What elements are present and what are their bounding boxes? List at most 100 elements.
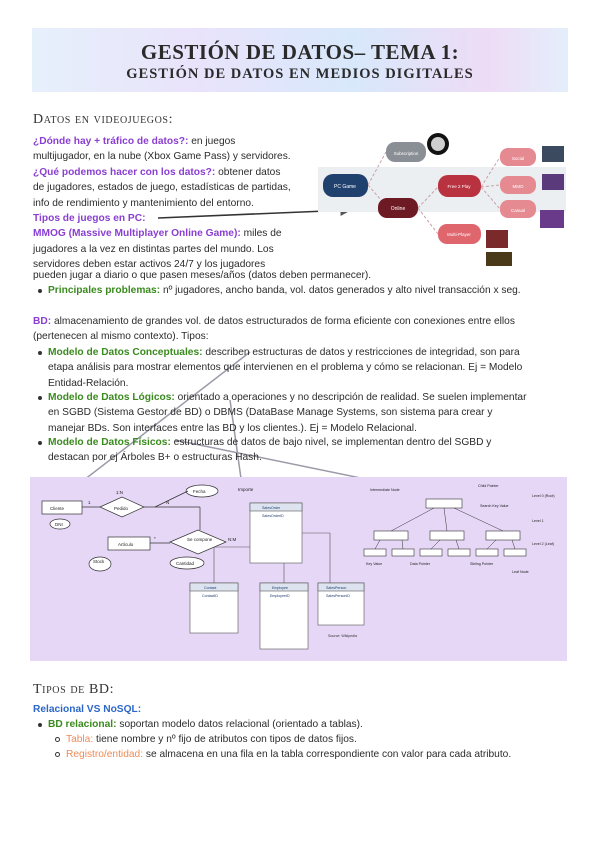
q1-label: ¿Dónde hay + tráfico de datos?: <box>33 136 189 147</box>
problems-label: Principales problemas: <box>48 285 161 296</box>
model-conceptual-item: Modelo de Datos Conceptuales: describen … <box>48 347 523 389</box>
btree-node <box>429 530 465 541</box>
section-heading-videojuegos: Datos en videojuegos: <box>33 112 174 127</box>
svg-text:Stock: Stock <box>93 559 105 564</box>
mindmap-node-mmo: MMO <box>500 176 536 194</box>
mindmap-node-subscription: Subscription <box>386 142 426 162</box>
q2-label: ¿Qué podemos hacer con los datos?: <box>33 166 216 178</box>
svg-text:Search Key Value: Search Key Value <box>480 504 509 508</box>
svg-text:Multi-Player: Multi-Player <box>447 232 471 237</box>
mindmap-node-multiplayer: Multi-Player <box>438 224 481 244</box>
game-thumbnail-icon <box>486 230 508 248</box>
videogames-paragraph: ¿Dónde hay + tráfico de datos?: en juego… <box>33 136 291 271</box>
svg-text:Sibling Pointer: Sibling Pointer <box>470 562 494 566</box>
svg-text:PC Game: PC Game <box>334 184 356 190</box>
game-thumbnail-icon <box>486 252 512 266</box>
svg-text:Level 1: Level 1 <box>532 519 544 523</box>
registro-item: Registro/entidad: se almacena en una fil… <box>66 749 512 760</box>
mindmap-node-social: Social <box>500 148 536 166</box>
svg-text:DNI: DNI <box>55 522 63 527</box>
svg-text:1:N: 1:N <box>116 490 123 495</box>
svg-text:Cliente: Cliente <box>50 506 65 511</box>
bd-paragraph: BD: almacenamiento de grandes vol. de da… <box>33 316 515 343</box>
svg-text:SalesPerson: SalesPerson <box>326 586 346 590</box>
page-subtitle: GESTIÓN DE DATOS EN MEDIOS DIGITALES <box>126 66 474 82</box>
svg-text:Leaf Node: Leaf Node <box>512 570 529 574</box>
mindmap-node-online: Online <box>378 198 418 218</box>
mmog-continuation: pueden jugar a diario o que pasen meses/… <box>33 270 372 281</box>
svg-text:N:M: N:M <box>228 537 237 542</box>
database-diagram: Cliente Pedido Artículo Se compone Fecha… <box>41 484 555 650</box>
svg-text:Artículo: Artículo <box>118 542 134 547</box>
game-thumbnail-icon <box>542 146 564 162</box>
er-entity-cliente <box>41 500 83 515</box>
model-conceptual-label: Modelo de Datos Conceptuales: <box>48 347 203 358</box>
er-relation-se-compone <box>169 529 227 555</box>
svg-text:Se compone: Se compone <box>187 537 213 542</box>
er-attribute-cantidad <box>169 556 205 570</box>
svg-text:N: N <box>166 500 169 505</box>
table-contact <box>189 582 239 634</box>
mindmap-diagram: Subscription PC Game Online Free 2 Play … <box>318 133 566 266</box>
bullet-dot <box>38 351 42 355</box>
section-heading-tipos-bd: Tipos de BD: <box>33 682 115 697</box>
svg-text:Social: Social <box>512 156 524 161</box>
svg-text:Online: Online <box>391 206 406 212</box>
tipos-label: Tipos de juegos en PC: <box>33 213 146 225</box>
svg-text:Intermediate Node: Intermediate Node <box>370 488 400 492</box>
btree-root <box>425 498 463 509</box>
svg-text:SalesPersonID: SalesPersonID <box>326 594 350 598</box>
page-title: GESTIÓN DE DATOS– TEMA 1: <box>140 40 460 64</box>
svg-text:Pedido: Pedido <box>114 506 129 511</box>
title-banner: GESTIÓN DE DATOS– TEMA 1: GESTIÓN DE DAT… <box>32 28 568 92</box>
svg-text:1: 1 <box>88 500 91 505</box>
mindmap-node-free2play: Free 2 Play <box>438 175 481 197</box>
svg-text:Level 2 (Leaf): Level 2 (Leaf) <box>532 542 554 546</box>
svg-text:Source: Wikipedia: Source: Wikipedia <box>328 634 357 638</box>
svg-text:Casual: Casual <box>511 208 525 213</box>
registro-label: Registro/entidad: <box>66 749 144 760</box>
model-logical-label: Modelo de Datos Lógicos: <box>48 392 175 403</box>
er-attribute-fecha <box>185 484 219 498</box>
problems-item: Principales problemas: nº jugadores, anc… <box>48 285 521 296</box>
svg-text:Subscription: Subscription <box>394 151 419 156</box>
svg-text:Fecha: Fecha <box>193 489 206 494</box>
sub-bullet <box>55 737 60 742</box>
svg-text:MMO: MMO <box>513 184 524 189</box>
mmog-label: MMOG (Massive Multiplayer Online Game): <box>33 228 241 240</box>
svg-text:EmployeeID: EmployeeID <box>270 594 290 598</box>
mindmap-node-pc-game: PC Game <box>323 174 368 197</box>
btree-node <box>373 530 409 541</box>
svg-text:Free 2 Play: Free 2 Play <box>447 184 471 189</box>
bullet-dot <box>38 396 42 400</box>
btree-node <box>485 530 521 541</box>
bd-relacional-item: BD relacional: soportan modelo datos rel… <box>48 719 363 730</box>
tabla-label: Tabla: <box>66 734 94 745</box>
er-attribute-stock <box>88 556 112 572</box>
table-sales-order <box>249 502 303 564</box>
bd-relacional-label: BD relacional: <box>48 719 117 730</box>
er-attribute-dni <box>49 518 71 530</box>
svg-text:Cantidad: Cantidad <box>176 561 195 566</box>
svg-text:SalesOrderID: SalesOrderID <box>262 514 284 518</box>
game-thumbnail-icon <box>542 174 564 190</box>
svg-text:*: * <box>154 536 156 541</box>
bullet-dot <box>38 441 42 445</box>
svg-text:SalesOrder: SalesOrder <box>262 506 281 510</box>
game-thumbnail-icon <box>540 210 564 228</box>
bd-label: BD: <box>33 316 52 327</box>
table-employee <box>259 582 309 650</box>
svg-text:Key Value: Key Value <box>366 562 382 566</box>
bullet-dot <box>38 289 42 293</box>
svg-text:Employee: Employee <box>272 586 288 590</box>
tabla-item: Tabla: tiene nombre y nº fijo de atribut… <box>66 734 357 745</box>
svg-text:Child Pointer: Child Pointer <box>478 484 499 488</box>
relational-vs-nosql-heading: Relacional VS NoSQL: <box>33 704 142 715</box>
bullet-dot <box>38 723 42 727</box>
sub-bullet <box>55 752 60 757</box>
svg-text:Data Pointer: Data Pointer <box>410 562 431 566</box>
model-physical-label: Modelo de Datos Físicos: <box>48 437 171 448</box>
er-entity-articulo <box>107 536 151 551</box>
model-logical-item: Modelo de Datos Lógicos: orientado a ope… <box>48 392 527 434</box>
mindmap-node-casual: Casual <box>500 200 536 218</box>
